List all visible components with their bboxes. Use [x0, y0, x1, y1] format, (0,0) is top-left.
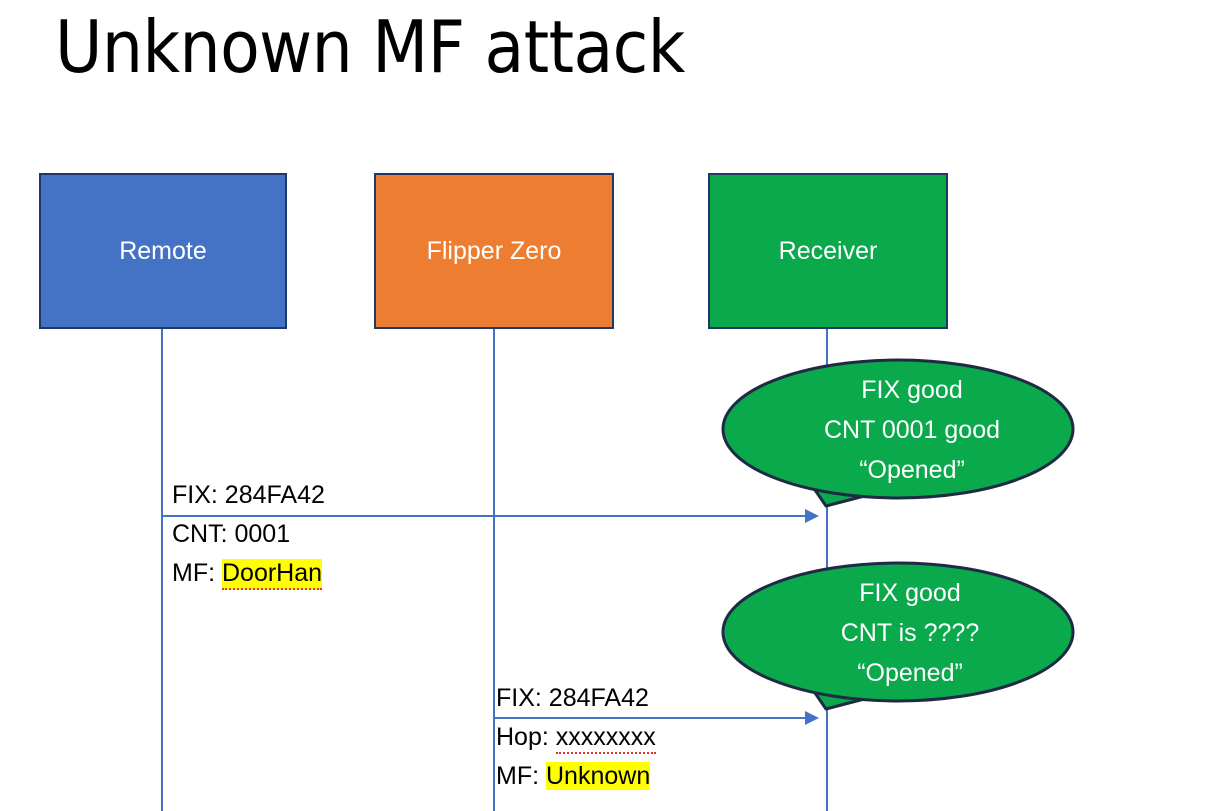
message-line-mf-label: MF:: [172, 559, 222, 587]
message-line-cnt: CNT: 0001: [172, 515, 325, 554]
message-line-cnt-value: 0001: [234, 520, 291, 548]
message-line-fix-value: 284FA42: [224, 481, 325, 509]
lifeline-remote: [161, 329, 163, 811]
message-line-mf: MF: DoorHan: [172, 554, 325, 593]
actor-label-flipper: Flipper Zero: [426, 236, 562, 265]
message-line-fix: FIX: 284FA42: [172, 476, 325, 515]
callout-bubble-1[interactable]: FIX good CNT 0001 good “Opened”: [721, 358, 1075, 520]
message2-line-hop-value: xxxxxxxx: [555, 723, 656, 754]
message-line-mf-value: DoorHan: [222, 559, 323, 590]
actor-label-receiver: Receiver: [778, 236, 878, 265]
actor-box-receiver[interactable]: Receiver: [708, 173, 948, 329]
message2-line-hop-label: Hop:: [496, 723, 556, 751]
callout-bubble-2[interactable]: FIX good CNT is ???? “Opened”: [721, 561, 1075, 723]
message2-line-mf-value: Unknown: [546, 762, 651, 790]
message2-line-fix-label: FIX:: [496, 684, 549, 712]
actor-box-flipper[interactable]: Flipper Zero: [374, 173, 614, 329]
callout-bubble-1-shape: [721, 358, 1075, 508]
message-arrow-flipper-to-receiver: [494, 711, 819, 725]
message2-line-fix-value: 284FA42: [548, 684, 649, 712]
message2-line-mf-label: MF:: [496, 762, 546, 790]
message2-line-hop: Hop: xxxxxxxx: [496, 718, 656, 757]
actor-box-remote[interactable]: Remote: [39, 173, 287, 329]
lifeline-flipper: [493, 329, 495, 811]
actor-label-remote: Remote: [119, 236, 207, 265]
message-label-1: FIX: 284FA42 CNT: 0001 MF: DoorHan: [172, 476, 325, 593]
message2-line-fix: FIX: 284FA42: [496, 679, 656, 718]
page-title: Unknown MF attack: [55, 5, 685, 89]
message-label-2: FIX: 284FA42 Hop: xxxxxxxx MF: Unknown: [496, 679, 656, 796]
message-line-fix-label: FIX:: [172, 481, 225, 509]
message-arrow-remote-to-receiver: [162, 509, 819, 523]
message-line-cnt-label: CNT:: [172, 520, 235, 548]
callout-bubble-2-shape: [721, 561, 1075, 711]
message2-line-mf: MF: Unknown: [496, 757, 656, 796]
